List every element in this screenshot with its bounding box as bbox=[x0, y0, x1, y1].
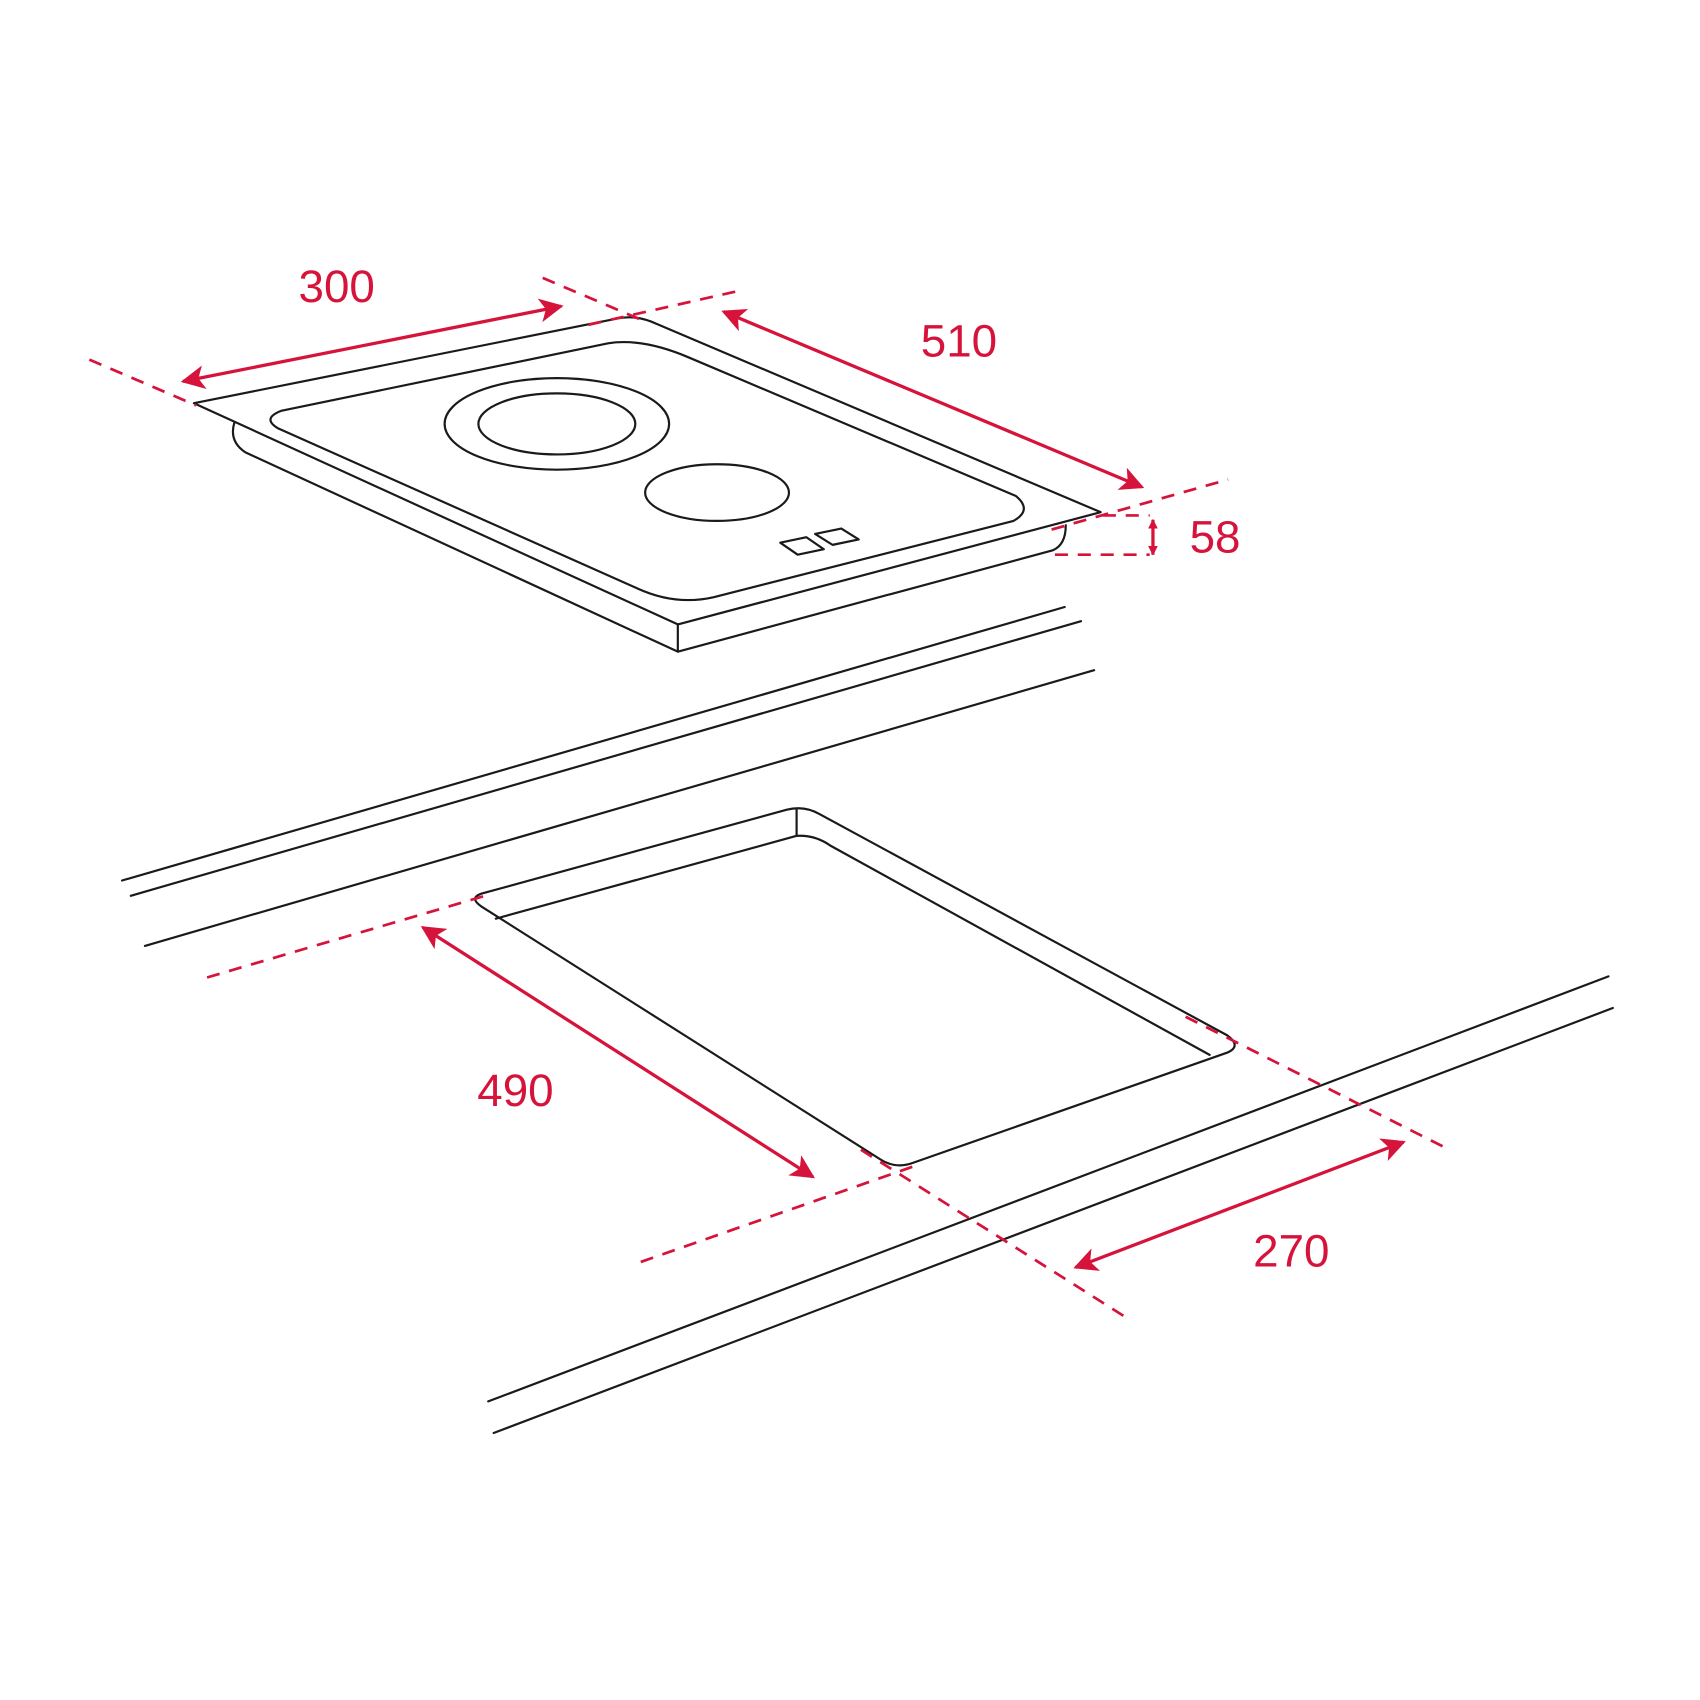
dimension-arrow-300 bbox=[180, 298, 564, 389]
label-hob-width: 300 bbox=[299, 261, 375, 312]
countertop-back bbox=[120, 605, 1096, 947]
hob-front-edge bbox=[676, 524, 1067, 653]
countertop-cutout bbox=[474, 807, 1236, 1167]
large-burner-inner bbox=[477, 392, 637, 456]
extension-lines bbox=[88, 276, 1450, 1320]
small-burner bbox=[644, 463, 791, 522]
hob bbox=[192, 316, 1102, 653]
label-hob-depth: 510 bbox=[921, 315, 997, 366]
dimension-arrow-490 bbox=[420, 925, 815, 1179]
label-hob-height: 58 bbox=[1190, 512, 1241, 563]
dimension-arrow-510 bbox=[721, 308, 1145, 490]
dimension-arrow-270 bbox=[1073, 1138, 1406, 1271]
hob-glass-panel bbox=[269, 341, 1025, 602]
label-cutout-depth: 490 bbox=[477, 1065, 553, 1116]
control-knob-2 bbox=[814, 527, 860, 546]
control-knob-1 bbox=[779, 536, 825, 556]
label-cutout-width: 270 bbox=[1253, 1225, 1329, 1276]
hob-side-edge bbox=[231, 421, 679, 653]
countertop-front bbox=[487, 975, 1614, 1435]
